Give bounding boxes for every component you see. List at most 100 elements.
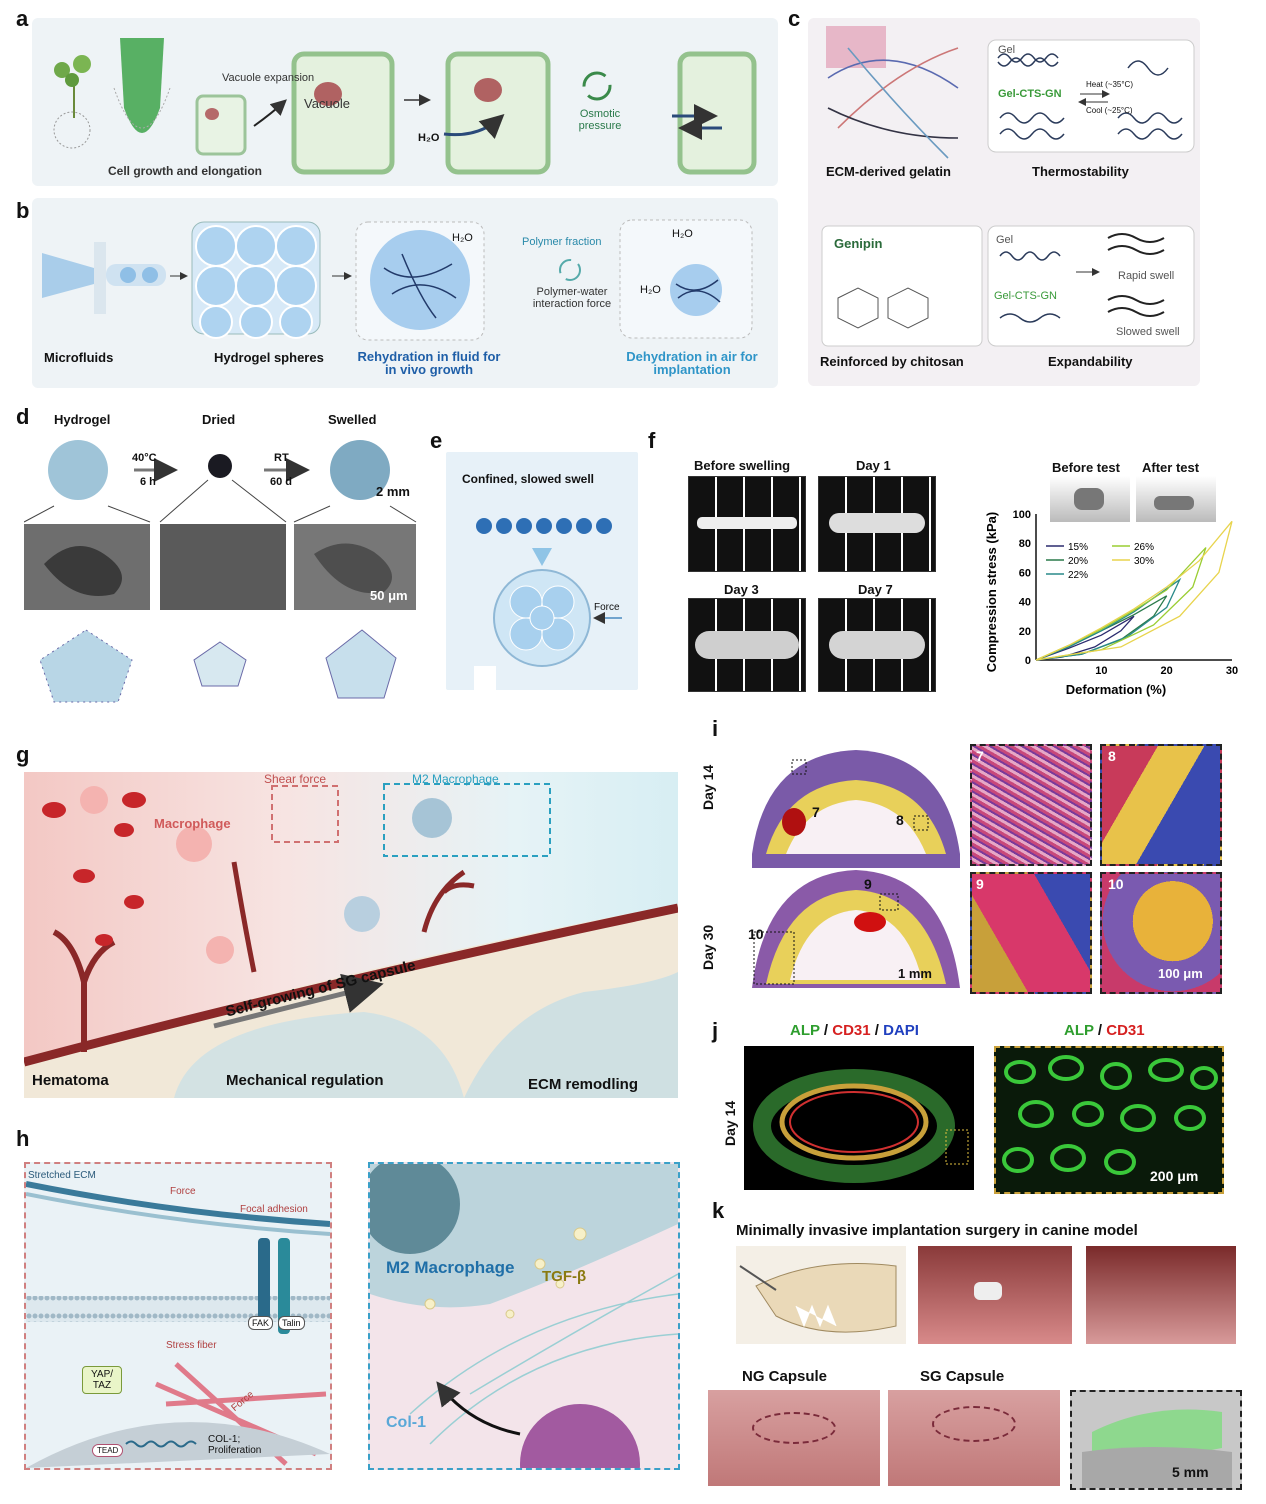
g-hematoma: Hematoma [32, 1072, 109, 1089]
panel-h-left: Stretched ECM Force Focal adhesion FAK T… [24, 1162, 332, 1470]
j-cd31-2: CD31 [1106, 1022, 1145, 1039]
ecm-gelatin-label: ECM-derived gelatin [826, 164, 951, 179]
h-focal-adhesion: Focal adhesion [240, 1204, 308, 1215]
j-overview-art [753, 1069, 969, 1183]
k-scale-5mm: 5 mm [1172, 1464, 1209, 1480]
panel-h-letter: h [16, 1126, 30, 1151]
f-photo-day1 [818, 476, 936, 572]
i-label-10b: 10 [1108, 876, 1124, 892]
k-title: Minimally invasive implantation surgery … [736, 1222, 1138, 1239]
b-water-label-1: H₂O [452, 232, 473, 244]
j-zoom-art [1002, 1055, 1218, 1175]
d-cond2b: 60 d [270, 476, 293, 488]
panel-g-letter: g [16, 742, 30, 767]
i-label-8b: 8 [1108, 748, 1116, 764]
panel-h-right: M2 Macrophage TGF-β Col-1 [368, 1162, 680, 1470]
g-macrophage: Macrophage [154, 816, 231, 831]
d-hydrogel-label: Hydrogel [54, 412, 111, 427]
f-series-30pct [1035, 520, 1233, 661]
panel-e-letter: e [430, 428, 443, 453]
panel-h-right-illustration [370, 1164, 678, 1468]
f-xtick: 20 [1161, 665, 1173, 677]
j-day14: Day 14 [722, 1100, 738, 1146]
j-slash-3: / [1097, 1022, 1103, 1039]
gel-label-1: Gel [998, 44, 1016, 56]
chitosan-label: Reinforced by chitosan [820, 354, 964, 369]
k-skull-illustration [736, 1246, 906, 1344]
f-photo-day7 [818, 598, 936, 692]
f-ytick: 100 [1013, 509, 1031, 521]
i-zoom-7: 7 [970, 744, 1092, 866]
k-skull-art [739, 1263, 897, 1333]
osmotic-label: Osmotic pressure [578, 108, 622, 132]
k-microct-art [1082, 1409, 1232, 1488]
f-xtick: 30 [1226, 665, 1238, 677]
panel-c-letter: c [788, 6, 801, 31]
k-photo-ng [708, 1390, 880, 1486]
f-ytick: 80 [1019, 538, 1031, 550]
rapid-swell-label: Rapid swell [1118, 270, 1175, 282]
panel-d-letter: d [16, 404, 30, 429]
vacuole-label: Vacuole [304, 96, 351, 111]
f-ytick: 60 [1019, 567, 1031, 579]
h-tead: TEAD [92, 1444, 124, 1457]
j-fluorescence-overview [744, 1046, 974, 1190]
panel-b-illustration [42, 219, 753, 341]
d-scale-2mm: 2 mm [376, 484, 410, 499]
panel-g-illustration [24, 783, 678, 1098]
i-label-10a: 10 [748, 926, 764, 942]
j-dapi: DAPI [883, 1022, 919, 1039]
i-day30: Day 30 [700, 924, 716, 970]
microfluids-label: Microfluids [44, 350, 114, 365]
rehydration-label: Rehydration in fluid for in vivo growth [357, 349, 501, 377]
panel-e-illustration [474, 518, 622, 690]
h-m2-macrophage: M2 Macrophage [386, 1258, 515, 1277]
f-xlabel: Deformation (%) [1066, 682, 1166, 697]
gelcts-label-2: Gel-CTS-GN [994, 290, 1057, 302]
i-label-9a: 9 [864, 876, 872, 892]
panel-e: Confined, slowed swell Force [446, 452, 638, 690]
hydrogel-spheres-label: Hydrogel spheres [214, 350, 324, 365]
panel-g: Shear force M2 Macrophage Macrophage Sel… [24, 772, 678, 1098]
i-zoom-9: 9 [970, 872, 1092, 994]
thermostability-label: Thermostability [1032, 164, 1129, 179]
d-scale-50um: 50 μm [370, 588, 408, 603]
f-ytick: 20 [1019, 626, 1031, 638]
h-tgfb: TGF-β [542, 1268, 587, 1285]
d-cond1b: 6 h [140, 476, 156, 488]
f-after-test: After test [1142, 460, 1200, 475]
i-histology-overview [752, 750, 960, 988]
expandability-label: Expandability [1048, 354, 1133, 369]
f-photo-after-test [1136, 476, 1216, 522]
f-xtick: 10 [1095, 665, 1107, 677]
f-before-swelling: Before swelling [694, 458, 791, 473]
k-ng-capsule: NG Capsule [742, 1368, 828, 1385]
i-label-8a: 8 [896, 812, 904, 828]
panel-a-illustration [53, 38, 757, 175]
h-talin: Talin [278, 1316, 305, 1330]
k-microct: 5 mm [1070, 1390, 1242, 1490]
d-cond2a: RT [274, 452, 289, 464]
e-force-label: Force [594, 602, 620, 613]
f-photo-before [688, 476, 806, 572]
i-label-7b: 7 [976, 748, 984, 764]
k-sg-capsule: SG Capsule [920, 1368, 1005, 1385]
f-day1: Day 1 [856, 458, 891, 473]
cell-growth-caption: Cell growth and elongation [108, 164, 262, 178]
dehydration-label: Dehydration in air for implantation [626, 349, 758, 377]
g-mechanical: Mechanical regulation [226, 1072, 384, 1089]
j-cd31-1: CD31 [832, 1022, 871, 1039]
panel-j-letter: j [712, 1018, 719, 1043]
j-slash-2: / [874, 1022, 879, 1039]
panel-f-letter: f [648, 428, 656, 453]
panel-d-illustration [24, 440, 417, 703]
h-stretched-ecm: Stretched ECM [28, 1170, 96, 1181]
f-before-test: Before test [1052, 460, 1120, 475]
j-alp-1: ALP [790, 1022, 820, 1039]
j-legend-right: ALP / CD31 [1064, 1022, 1145, 1039]
f-legend-label: 20% [1068, 556, 1088, 567]
g-m2-macrophage: M2 Macrophage [412, 772, 499, 786]
panel-i-letter: i [712, 716, 719, 741]
